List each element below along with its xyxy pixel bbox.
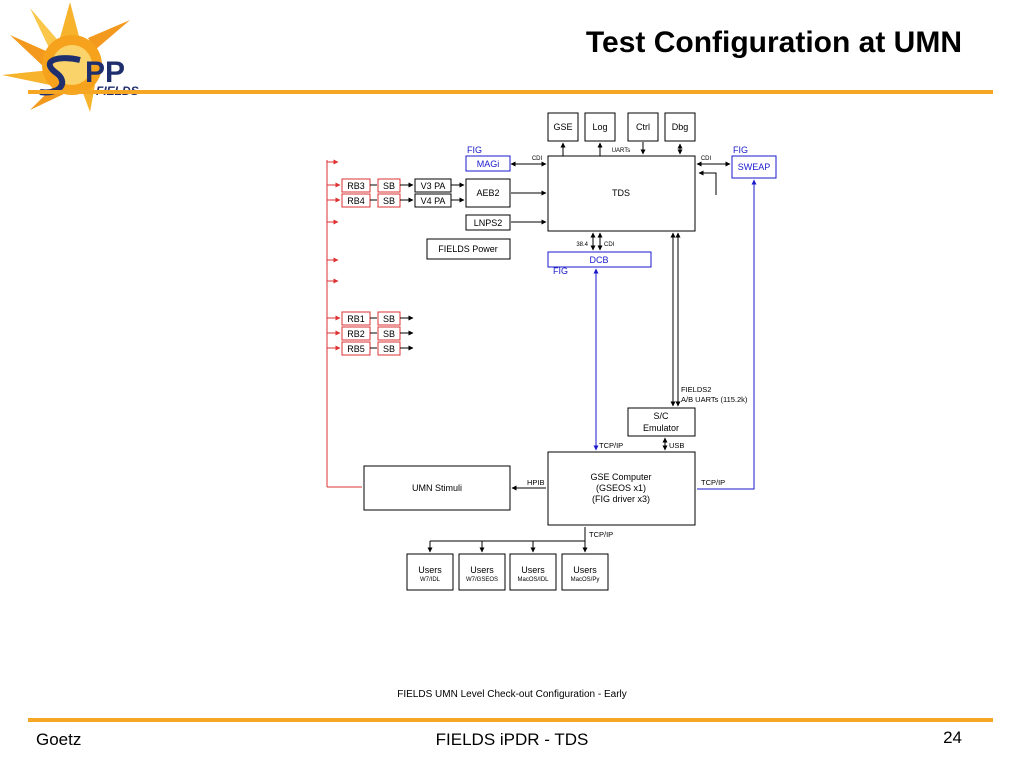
sc-emulator-label-2: Emulator <box>643 423 679 433</box>
cdi-left-label: CDI <box>532 156 543 162</box>
fig-magi-label: FIG <box>467 145 482 155</box>
fig-dcb-label: FIG <box>553 266 568 276</box>
users-box-3 <box>509 553 557 591</box>
users-label-4: Users <box>573 565 597 575</box>
sweap-box <box>731 155 777 179</box>
sweap-label: SWEAP <box>738 162 771 172</box>
gse-label: GSE <box>553 122 572 132</box>
gse-computer-label-1: GSE Computer <box>590 472 651 482</box>
sb-rb4-label: SB <box>383 196 395 206</box>
page-number: 24 <box>943 728 962 747</box>
tcpip-sweap-label: TCP/IP <box>701 478 725 487</box>
rb3-label: RB3 <box>347 181 365 191</box>
users-sub-4: MacOS/Py <box>571 577 600 583</box>
usb-label: USB <box>669 441 684 450</box>
ctrl-label: Ctrl <box>636 122 650 132</box>
users-sub-3: MacOS/IDL <box>517 577 549 583</box>
diagram-caption: FIELDS UMN Level Check-out Configuration… <box>397 689 627 700</box>
aeb2-label: AEB2 <box>476 188 499 198</box>
users-label-2: Users <box>470 565 494 575</box>
fig-sweap-label: FIG <box>733 145 748 155</box>
cdi-dcb-label: CDI <box>604 242 615 248</box>
slide-title: Test Configuration at UMN <box>585 26 962 59</box>
sc-emulator-label-1: S/C <box>653 411 669 421</box>
sweap-gse-tcpip-link <box>697 179 757 490</box>
fields2-label-2: A/B UARTs (115.2k) <box>681 395 748 404</box>
sc-emulator-box <box>627 407 696 437</box>
lnps2-box <box>465 214 511 231</box>
lnps2-label: LNPS2 <box>474 218 503 228</box>
dcb-box <box>547 251 652 268</box>
header-rule <box>28 90 993 94</box>
tcpip-dcb-label: TCP/IP <box>599 441 623 450</box>
sb-rb2-label: SB <box>383 329 395 339</box>
footer-title: FIELDS iPDR - TDS <box>435 730 589 749</box>
log-label: Log <box>592 122 607 132</box>
umn-stimuli-box <box>363 465 511 511</box>
sb-rb1-label: SB <box>383 314 395 324</box>
footer-author: Goetz <box>36 730 82 749</box>
uarts-label: UARTs <box>612 148 631 154</box>
dbg-label: Dbg <box>672 122 689 132</box>
sb-rb5-label: SB <box>383 344 395 354</box>
umn-stimuli-label: UMN Stimuli <box>412 483 462 493</box>
cdi-right-label: CDI <box>701 156 712 162</box>
rb1-label: RB1 <box>347 314 365 324</box>
users-box-2 <box>458 553 506 591</box>
tds-label: TDS <box>612 188 630 198</box>
fields2-label-1: FIELDS2 <box>681 385 711 394</box>
users-label-3: Users <box>521 565 545 575</box>
magi-label: MAGi <box>477 159 500 169</box>
ctrl-box <box>627 112 659 142</box>
gse-computer-label-3: (FIG driver x3) <box>592 494 650 504</box>
dbg-box <box>664 112 696 142</box>
logo-main-text: PP <box>85 56 125 89</box>
fields-power-box <box>426 238 511 260</box>
footer-rule <box>28 718 993 722</box>
gse-computer-label-2: (GSEOS x1) <box>596 483 646 493</box>
sb-rb3-label: SB <box>383 181 395 191</box>
magi-box <box>465 155 511 172</box>
tcpip-users-label: TCP/IP <box>589 530 613 539</box>
v4pa-label: V4 PA <box>421 196 446 206</box>
log-box <box>584 112 616 142</box>
users-label-1: Users <box>418 565 442 575</box>
users-sub-1: W7/IDL <box>420 577 441 583</box>
gse-box <box>547 112 579 142</box>
users-sub-2: W7/GSEOS <box>466 577 498 583</box>
rb2-label: RB2 <box>347 329 365 339</box>
users-box-1 <box>406 553 454 591</box>
gse-computer-box <box>547 451 696 526</box>
rb4-label: RB4 <box>347 196 365 206</box>
hpib-label: HPIB <box>527 478 545 487</box>
dcb-label: DCB <box>589 255 608 265</box>
tds-box <box>547 155 696 232</box>
v3pa-label: V3 PA <box>421 181 446 191</box>
tds-feedback-link <box>698 170 717 195</box>
fields-power-label: FIELDS Power <box>438 244 498 254</box>
users-box-4 <box>561 553 609 591</box>
aeb2-box <box>465 178 511 208</box>
rb5-label: RB5 <box>347 344 365 354</box>
rate-384-label: 38.4 <box>576 242 588 248</box>
